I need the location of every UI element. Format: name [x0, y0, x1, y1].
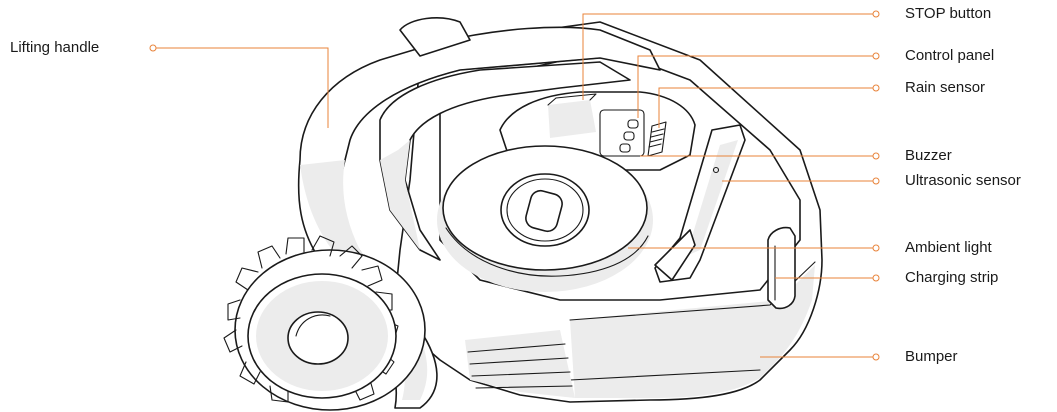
leader-dot-buzzer [872, 152, 880, 160]
bumper-bottom-edge [569, 369, 761, 381]
front-skirt-slat-2 [469, 357, 569, 365]
leader-rain-sensor [658, 87, 876, 128]
label-control-panel: Control panel [905, 47, 995, 64]
leader-dot-stop-button [872, 10, 880, 18]
ultrasonic-sensor-dot [712, 166, 720, 174]
central-knob-button [525, 189, 563, 233]
front-skirt-slat-3 [471, 371, 571, 377]
leader-dot-lifting-handle [149, 44, 157, 52]
leader-dot-charging-strip [872, 274, 880, 282]
leader-dot-rain-sensor [872, 84, 880, 92]
front-skirt-slat-1 [467, 343, 566, 353]
control-panel-frame [599, 109, 645, 157]
label-bumper: Bumper [905, 348, 958, 365]
label-rain-sensor: Rain sensor [905, 79, 986, 96]
control-key-2 [623, 131, 635, 141]
leader-stop-button [582, 13, 876, 100]
bumper-edge [569, 261, 816, 321]
label-charging-strip: Charging strip [905, 269, 999, 286]
leader-lifting-handle [153, 47, 329, 128]
leader-dot-ambient-light [872, 244, 880, 252]
stop-button-shape [548, 100, 596, 138]
control-key-3 [619, 143, 631, 153]
rain-sensor-grille [647, 121, 667, 157]
rear-hump [399, 17, 471, 57]
label-stop-button: STOP button [905, 5, 992, 22]
leader-dot-ultrasonic-sensor [872, 177, 880, 185]
stop-button-top [547, 93, 597, 106]
drive-wheel [223, 235, 426, 411]
lifting-handle-inner-edge [349, 57, 601, 141]
control-key-1 [627, 119, 639, 129]
ambient-light-ring [445, 227, 649, 277]
hood-shade [380, 140, 420, 250]
front-skirt-slat-4 [475, 385, 573, 389]
bumper-lower-shade [570, 265, 815, 398]
label-lifting-handle: Lifting handle [10, 39, 100, 56]
ultrasonic-sensor-bar-face [686, 140, 738, 256]
leader-lines [149, 10, 880, 361]
leader-dot-control-panel [872, 52, 880, 60]
front-skirt [465, 330, 575, 398]
label-buzzer: Buzzer [905, 147, 952, 164]
charging-strip-window [767, 226, 796, 310]
label-ambient-light: Ambient light [905, 239, 992, 256]
ultrasonic-sensor-lower [654, 229, 696, 281]
central-knob-ring [506, 178, 584, 242]
leader-control-panel [637, 55, 876, 118]
robot-mower-illustration [223, 17, 823, 411]
label-ultrasonic-sensor: Ultrasonic sensor [905, 172, 1021, 189]
leader-dot-bumper [872, 353, 880, 361]
